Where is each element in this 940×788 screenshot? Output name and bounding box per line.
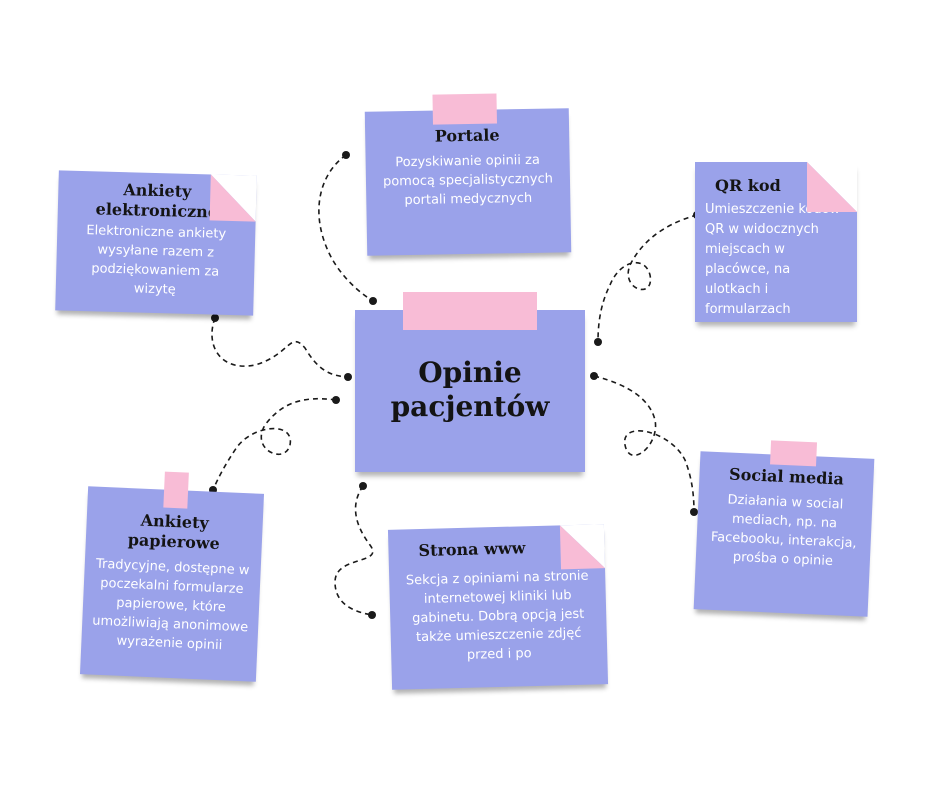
folded-corner-flap [559,524,606,570]
connector-portale [318,154,374,302]
tape [403,292,537,330]
connector-dot [594,338,602,346]
central-title-line1: Opinie [418,356,522,389]
note-ankiety-elektroniczne: Ankiety elektroniczne Elektroniczne anki… [55,170,257,316]
note-body: Elektroniczne ankiety wysyłane razem z p… [86,223,227,298]
connector-social-media [593,375,695,513]
connector-dot [211,314,219,322]
tape [770,440,818,467]
central-title: Opinie pacjentów [355,310,585,424]
folded-corner-flap [807,162,857,212]
connector-dot [690,508,698,516]
note-title: Ankiety papierowe [91,508,257,555]
note-social-media: Social media Działania w social mediach,… [693,440,875,617]
connector-ankiety-papierowe [212,397,337,491]
connector-strona-www [334,485,374,616]
central-title-line2: pacjentów [390,390,550,423]
note-portale: Portale Pozyskiwanie opinii za pomocą sp… [364,93,572,256]
note-body: Sekcja z opiniami na stronie internetowe… [405,568,589,663]
central-note: Opinie pacjentów [355,292,585,472]
note-body: Umieszczenie kodów QR w widocznych miejs… [705,202,841,317]
note-body: Pozyskiwanie opinii za pomocą specjalist… [382,152,554,209]
tape [163,471,189,509]
note-title-line2: elektroniczne [95,199,219,222]
note-title-line1: Ankiety [123,180,192,201]
note-strona-www: Strona www Sekcja z opiniami na stronie … [387,524,609,690]
folded-corner-flap [209,174,257,222]
connector-qr-kod [597,214,698,343]
note-title: Social media [728,464,845,489]
connector-dot [342,151,350,159]
note-body: Tradycyjne, dostępne w poczekalni formul… [91,556,250,654]
connector-ankiety-elektroniczne [211,317,349,378]
note-title: Portale [434,125,500,146]
note-title-line1: Ankiety [140,510,210,533]
connector-dot [590,372,598,380]
note-title: QR kod [715,176,781,195]
note-title-line2: papierowe [127,530,221,554]
note-body: Działania w social mediach, np. na Faceb… [710,492,857,570]
note-ankiety-papierowe: Ankiety papierowe Tradycyjne, dostępne w… [79,471,265,682]
connector-dot [344,373,352,381]
tape [432,93,497,125]
note-qr-kod: QR kod Umieszczenie kodów QR w widocznyc… [695,162,857,322]
connector-dot [359,482,367,490]
connector-dot [368,611,376,619]
connector-dot [369,297,377,305]
connector-dot [332,396,340,404]
